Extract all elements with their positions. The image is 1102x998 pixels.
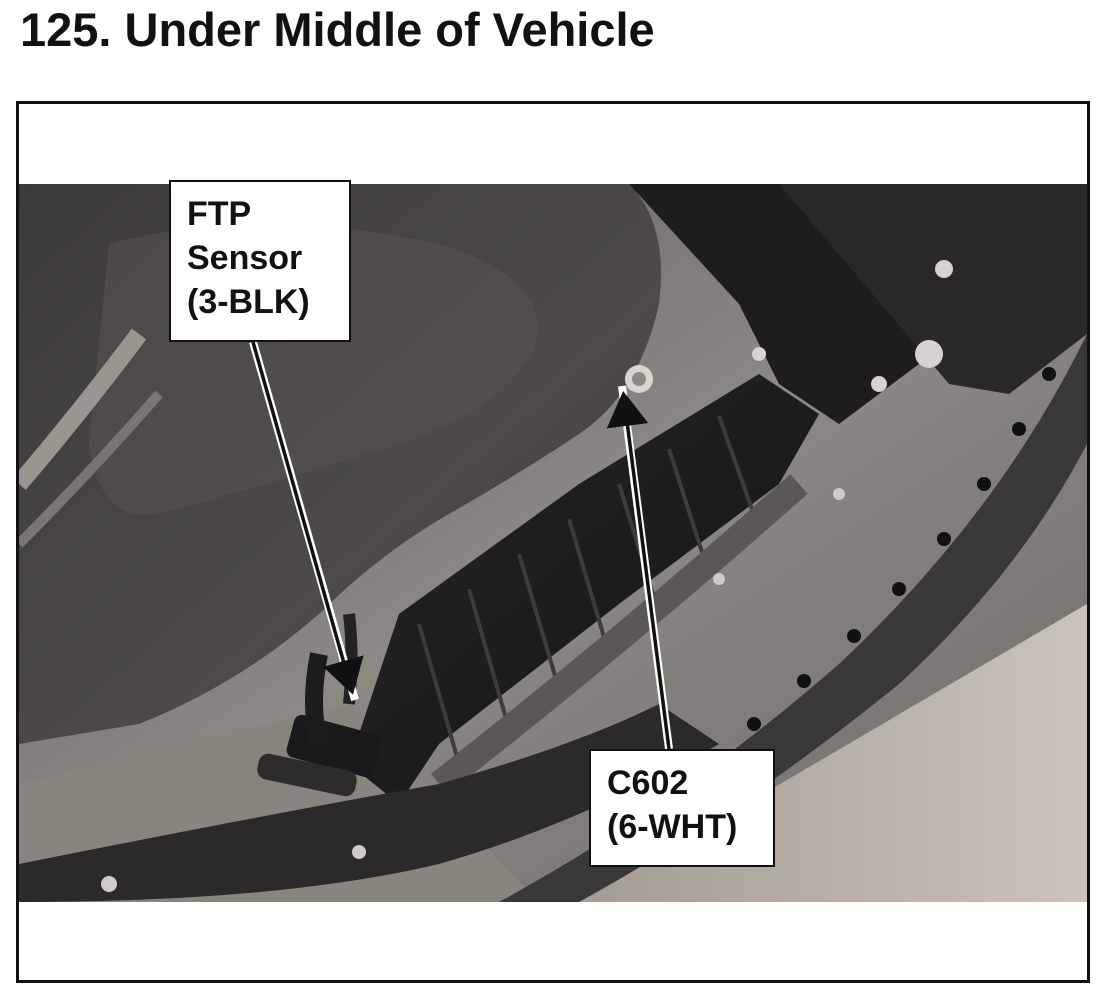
c602-callout: C602 (6-WHT) [589,749,775,867]
ftp-sensor-label-line3: (3-BLK) [187,283,310,321]
ftp-sensor-label-line1: FTP [187,195,252,233]
figure-frame: FTP Sensor (3-BLK) C602 (6-WHT) [16,101,1090,983]
c602-label-line1: C602 [607,764,689,802]
c602-label-line2: (6-WHT) [607,808,738,846]
ftp-sensor-callout: FTP Sensor (3-BLK) [169,180,351,342]
ftp-sensor-label-line2: Sensor [187,239,303,277]
page-title: 125. Under Middle of Vehicle [20,3,655,56]
